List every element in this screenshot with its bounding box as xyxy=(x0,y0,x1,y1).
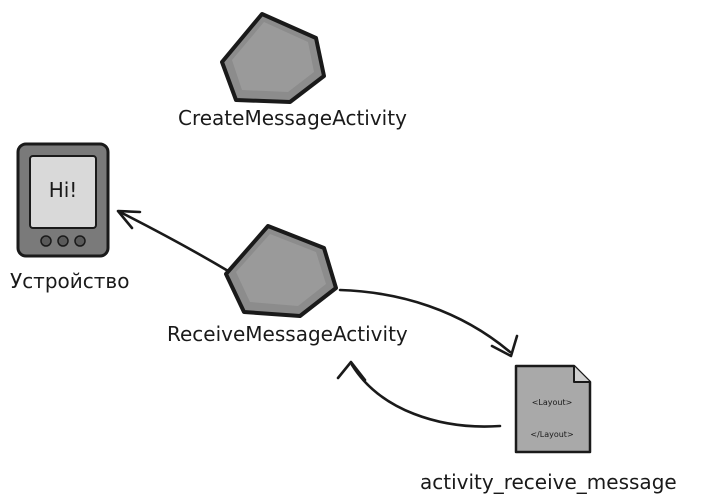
arrow-receive-to-layout xyxy=(338,288,512,354)
layout-file-label: activity_receive_message xyxy=(420,470,677,494)
layout-open-tag: <Layout> xyxy=(532,398,573,407)
arrowhead-receive xyxy=(336,360,367,382)
create-activity-label: CreateMessageActivity xyxy=(178,106,407,130)
arrowhead-device xyxy=(116,209,142,230)
arrowhead-layout xyxy=(490,334,519,358)
device-screen-text: Hi! xyxy=(49,178,78,202)
receive-activity-label: ReceiveMessageActivity xyxy=(167,322,408,346)
layout-close-tag: </Layout> xyxy=(530,430,573,439)
device-label: Устройство xyxy=(10,269,130,293)
